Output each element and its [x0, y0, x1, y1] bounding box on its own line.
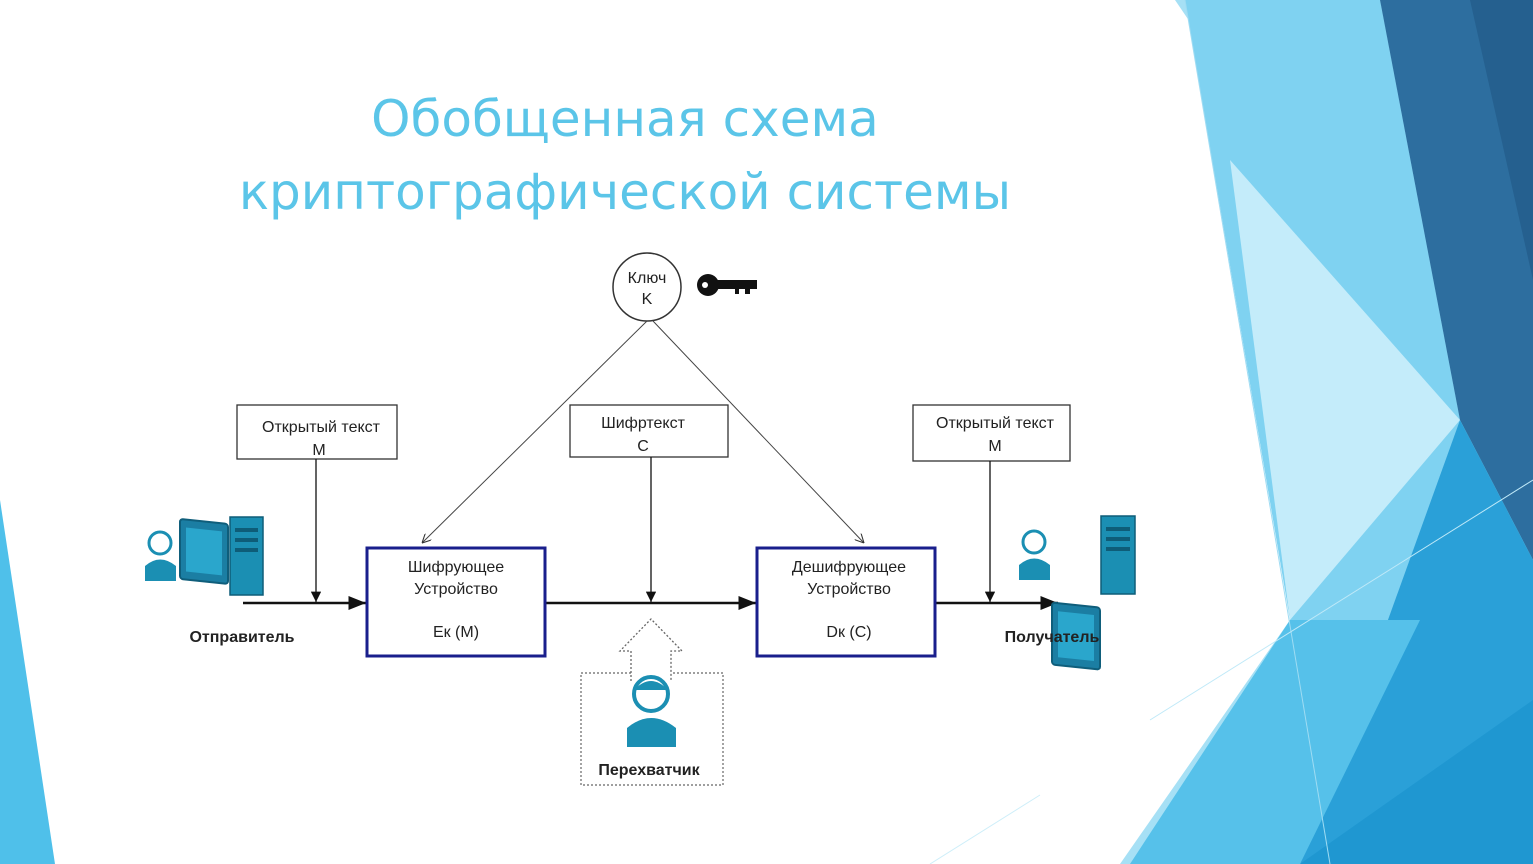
encryptor-formula: Ек (M): [433, 624, 479, 641]
plaintext-left-label: Открытый текст: [262, 419, 381, 436]
plaintext-right-symbol: M: [988, 438, 1001, 455]
bg-right-bottom-light: [1130, 620, 1420, 864]
sender-computer-icon: [145, 516, 264, 596]
plaintext-left-symbol: M: [312, 442, 325, 459]
key-icon: [697, 274, 757, 296]
encryptor-label-1: Шифрующее: [408, 559, 504, 576]
bg-thin-line-2: [1149, 479, 1533, 721]
decryptor-label-1: Дешифрующее: [792, 559, 906, 576]
decryptor-formula: Dк (C): [826, 624, 871, 641]
key-label: Ключ: [628, 270, 667, 287]
interceptor-label: Перехватчик: [598, 762, 700, 779]
key-to-encryptor-arrow: [422, 320, 648, 543]
key-symbol: K: [642, 291, 653, 308]
bg-left-sliver: [0, 500, 55, 864]
interceptor-box: Перехватчик: [580, 618, 724, 786]
bg-right-band-2: [1230, 160, 1460, 620]
bg-right-dark-2: [1470, 0, 1533, 280]
key-to-decryptor-arrow: [652, 320, 864, 543]
ciphertext-box: Шифртекст C: [569, 404, 729, 458]
bg-thin-line-1: [1184, 0, 1331, 864]
sender-label: Отправитель: [189, 629, 294, 646]
decryptor-label-2: Устройство: [807, 581, 891, 598]
title-line-2: криптографической системы: [238, 163, 1012, 221]
bg-thin-line-3: [929, 794, 1041, 864]
plaintext-right-box: Открытый текст M: [912, 404, 1071, 462]
ciphertext-symbol: C: [637, 438, 649, 455]
ciphertext-label: Шифртекст: [601, 415, 686, 432]
title-line-1: Обобщенная схема: [371, 90, 879, 148]
plaintext-left-box: Открытый текст M: [236, 404, 398, 460]
bg-right-dark-1: [1380, 0, 1533, 560]
encryptor-box: Шифрующее Устройство Ек (M): [365, 546, 547, 658]
intercept-up-arrow: [618, 618, 684, 681]
encryptor-label-2: Устройство: [414, 581, 498, 598]
plaintext-right-label: Открытый текст: [936, 415, 1055, 432]
receiver-label: Получатель: [1005, 629, 1100, 646]
bg-right-bottom: [1300, 700, 1533, 864]
decryptor-box: Дешифрующее Устройство Dк (C): [755, 546, 937, 658]
key-node: Ключ K: [612, 252, 682, 322]
receiver-computer-icon: [1019, 515, 1136, 671]
